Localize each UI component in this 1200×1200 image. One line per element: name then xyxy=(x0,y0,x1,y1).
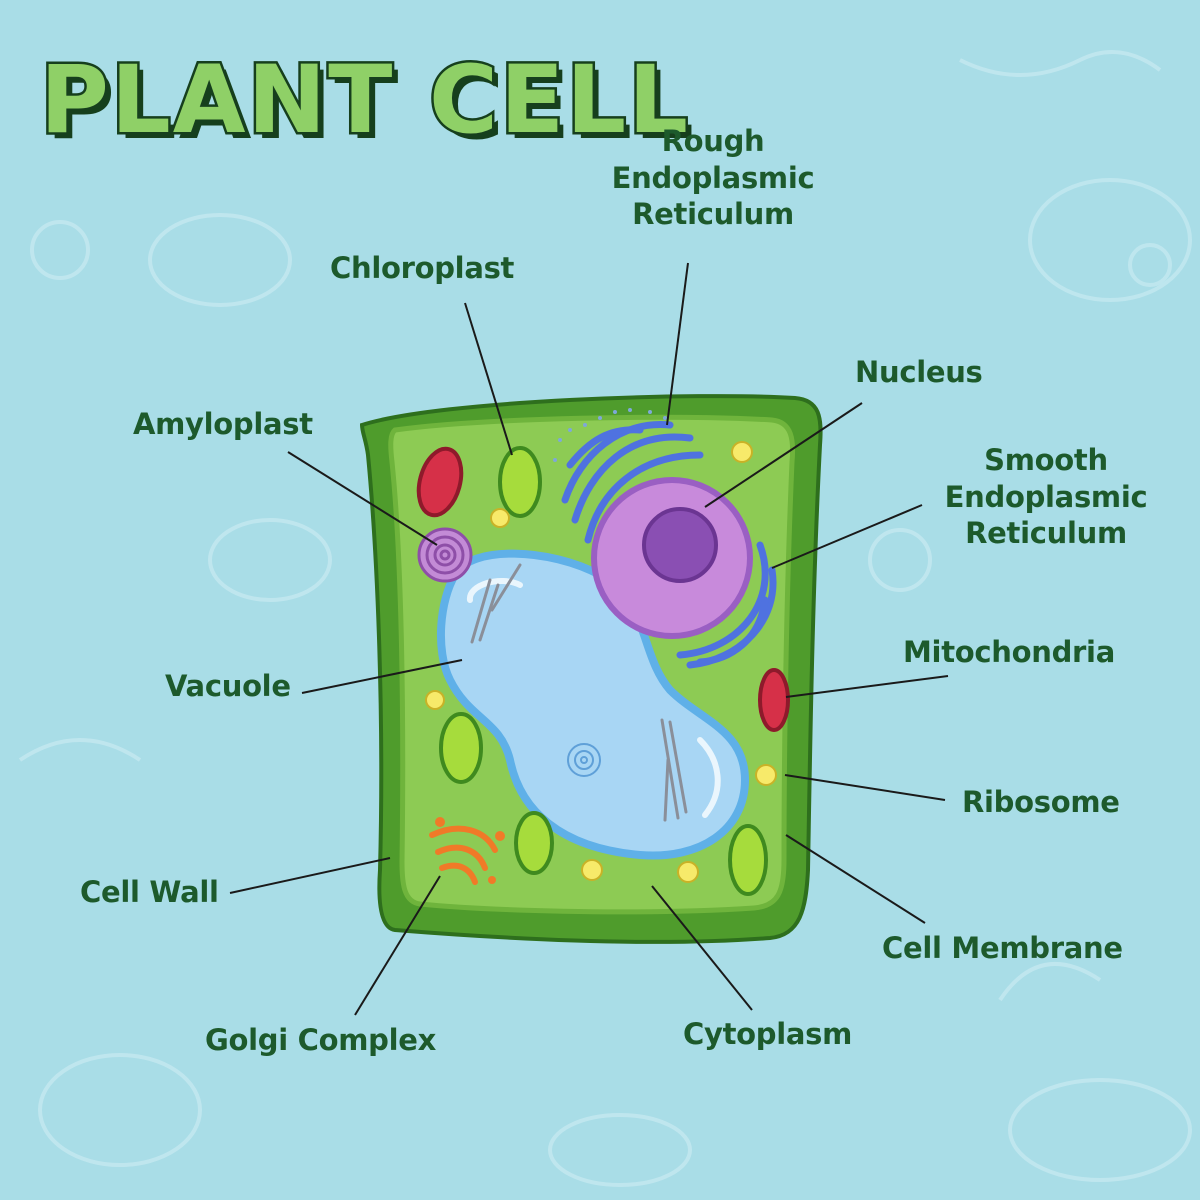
label-cytoplasm: Cytoplasm xyxy=(683,1017,853,1051)
rough-endoplasmic-reticulum xyxy=(561,421,704,544)
label-amyloplast: Amyloplast xyxy=(133,407,313,441)
label-nucleus: Nucleus xyxy=(855,355,983,389)
ribosome-organelles xyxy=(425,441,777,883)
label-golgi-complex: Golgi Complex xyxy=(205,1023,437,1057)
label-cell-membrane: Cell Membrane xyxy=(882,931,1123,965)
vacuole-particle xyxy=(567,743,601,777)
label-chloroplast: Chloroplast xyxy=(330,251,515,285)
label-ribosome: Ribosome xyxy=(962,785,1120,819)
amyloplast-organelle xyxy=(417,527,473,583)
rough-er-ribosomes xyxy=(553,408,667,462)
mitochondria-organelles xyxy=(416,446,790,732)
label-rough-endoplasmic-reticulum: Rough Endoplasmic Reticulum xyxy=(611,124,815,232)
smooth-endoplasmic-reticulum xyxy=(676,541,777,669)
background-doodles xyxy=(18,50,1192,1187)
leader-lines xyxy=(229,262,949,1016)
nucleolus xyxy=(642,507,718,583)
vacuole-highlight xyxy=(467,578,721,818)
label-smooth-endoplasmic-reticulum: Smooth Endoplasmic Reticulum xyxy=(944,443,1148,551)
page-title: PLANT CELL xyxy=(37,46,691,155)
label-mitochondria: Mitochondria xyxy=(903,635,1115,669)
label-cell-wall: Cell Wall xyxy=(80,875,219,909)
label-vacuole: Vacuole xyxy=(165,669,291,703)
chloroplast-organelles xyxy=(439,446,768,896)
golgi-organelle xyxy=(429,817,505,885)
vacuole-crystals xyxy=(470,563,688,822)
